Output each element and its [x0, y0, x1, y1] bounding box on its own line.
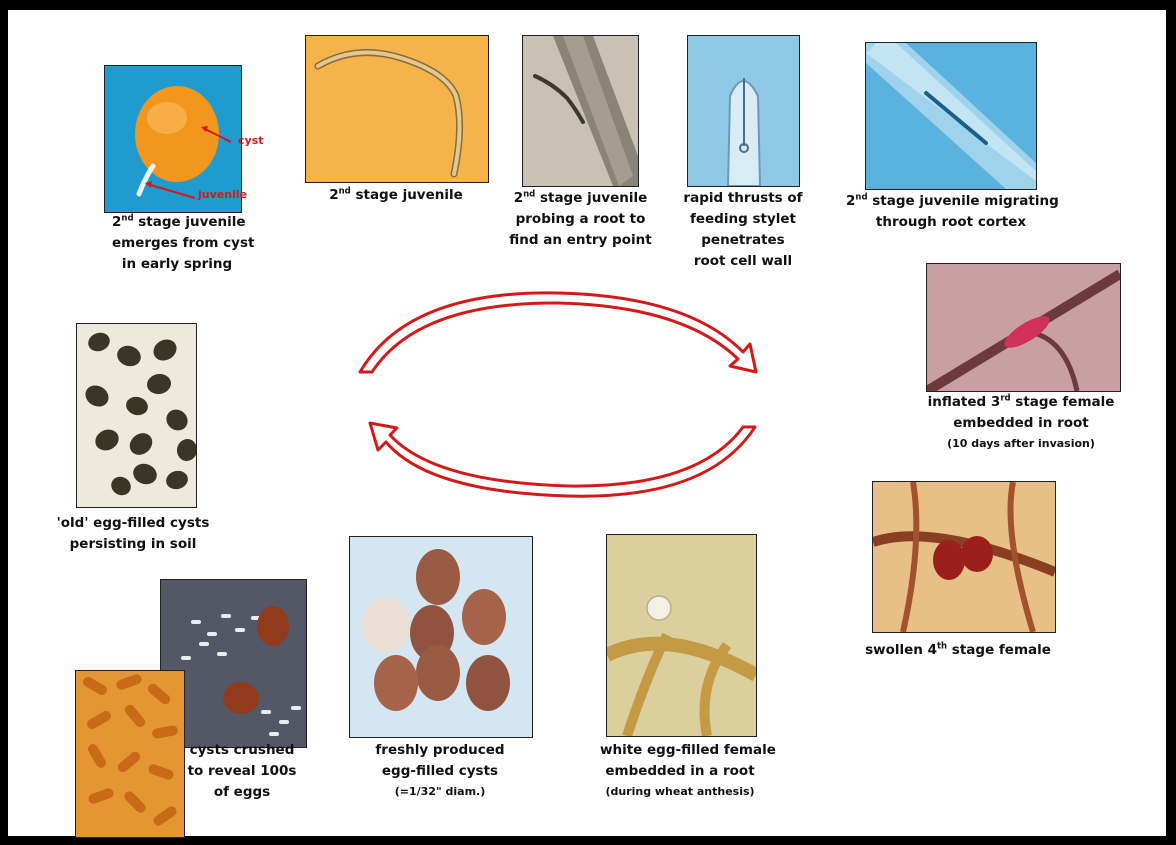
photo-old-cysts	[76, 323, 197, 508]
photo-fourth-stage-female	[872, 481, 1056, 633]
caption-stage3: 2nd stage juvenile probing a root to fin…	[508, 188, 653, 251]
diagram-frame: cyst juvenile 2nd stage juvenile emerges…	[8, 10, 1166, 836]
cycle-arrow-upper	[360, 293, 756, 372]
photo-eggs-closeup	[75, 670, 185, 838]
photo-probing-root	[522, 35, 639, 187]
caption-stage1: 2nd stage juvenile emerges from cyst in …	[112, 212, 242, 275]
caption-stage10: cysts crushed to reveal 100s of eggs	[182, 740, 302, 803]
caption-stage11: 'old' egg-filled cysts persisting in soi…	[48, 513, 218, 555]
photo-root-cortex	[865, 42, 1037, 190]
caption-stage7: swollen 4th stage female	[858, 640, 1058, 661]
label-juvenile: juvenile	[198, 188, 247, 201]
caption-stage8: white egg-filled female embedded in a ro…	[600, 740, 760, 801]
photo-fresh-cysts	[349, 536, 533, 738]
photo-white-female	[606, 534, 757, 737]
caption-stage2: 2nd stage juvenile	[316, 185, 476, 206]
caption-stage6: inflated 3rd stage female embedded in ro…	[926, 392, 1116, 453]
caption-stage4: rapid thrusts of feeding stylet penetrat…	[678, 188, 808, 272]
caption-stage9: freshly produced egg-filled cysts (=1/32…	[360, 740, 520, 801]
photo-second-stage-juvenile	[305, 35, 489, 183]
photo-feeding-stylet	[687, 35, 800, 187]
label-cyst: cyst	[238, 134, 264, 147]
photo-third-stage-female	[926, 263, 1121, 392]
cycle-arrow-lower	[370, 423, 755, 496]
caption-stage5: 2nd stage juvenile migrating through roo…	[846, 191, 1056, 233]
